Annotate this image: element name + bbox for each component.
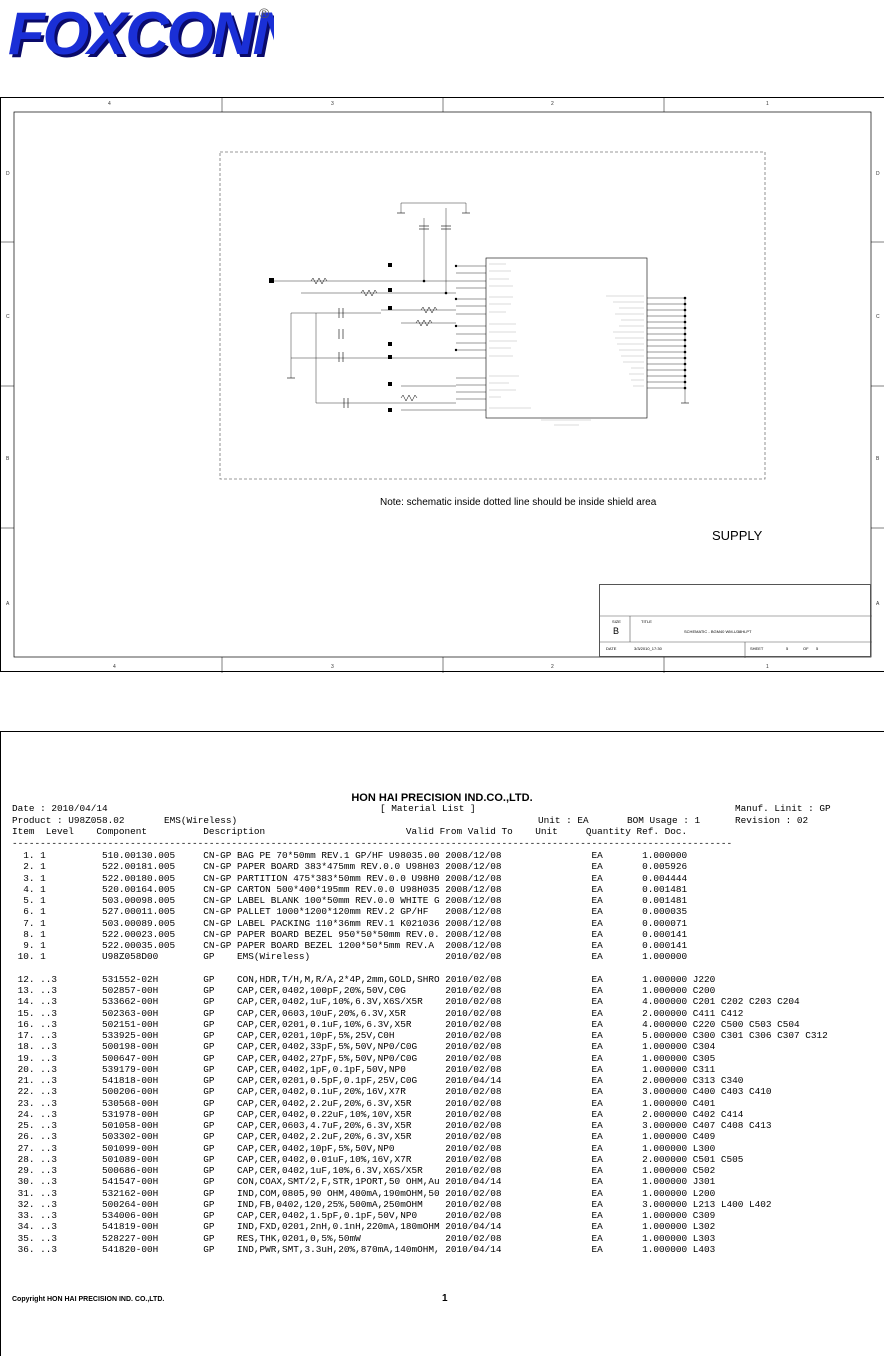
table-row: 14. ..3 533662-00H GP CAP,CER,0402,1uF,1… (12, 996, 800, 1008)
table-row: 1. 1 510.00130.005 CN-GP BAG PE 70*50mm … (12, 850, 688, 861)
foxconn-logo: FOXCONN FOXCONN ® (4, 0, 303, 70)
zone-label: 2 (551, 664, 554, 670)
table-row: 35. ..3 528227-00H GP RES,THK,0201,0,5%,… (12, 1232, 716, 1244)
table-row: 28. ..3 501089-00H GP CAP,CER,0402,0.01u… (12, 1153, 744, 1165)
table-row: 19. ..3 500647-00H GP CAP,CER,0402,27pF,… (12, 1052, 716, 1064)
bom-usage: BOM Usage : 1 (627, 815, 701, 826)
material-list-page (0, 731, 884, 1356)
zone-label: C (876, 314, 880, 320)
table-row: 6. 1 527.00011.005 CN-GP PALLET 1000*120… (12, 906, 688, 918)
table-row: 20. ..3 539179-00H GP CAP,CER,0402,1pF,0… (12, 1063, 716, 1075)
table-row: 13. ..3 502857-00H GP CAP,CER,0402,100pF… (12, 985, 716, 996)
table-row: 17. ..3 533925-00H GP CAP,CER,0201,10pF,… (12, 1030, 828, 1041)
zone-label: A (876, 601, 880, 607)
svg-text:FOXCONN: FOXCONN (11, 3, 274, 62)
table-row: 24. ..3 531978-00H GP CAP,CER,0402,0.22u… (12, 1108, 744, 1120)
zone-label: B (6, 456, 10, 462)
zone-label: A (6, 601, 10, 607)
of-value: 5 (816, 646, 819, 651)
sheet-value: 5 (786, 646, 789, 651)
table-row: 36. ..3 541820-00H GP IND,PWR,SMT,3.3uH,… (12, 1243, 716, 1255)
ems-label: EMS(Wireless) (164, 815, 238, 826)
unit-label: Unit : EA (538, 815, 589, 826)
size-value: B (613, 626, 620, 636)
product: Product : U98Z058.02 (12, 815, 125, 826)
page-number: 1 (442, 1293, 448, 1304)
table-row: 10. 1 U98Z058D00 GP EMS(Wireless) 2010/0… (12, 951, 688, 963)
zone-label: 1 (766, 664, 769, 670)
table-row: 9. 1 522.00035.005 CN-GP PAPER BOARD BEZ… (12, 940, 688, 951)
material-list-subtitle: [ Material List ] (380, 803, 476, 814)
zone-label: 1 (766, 101, 769, 107)
table-row: 3. 1 522.00180.005 CN-GP PARTITION 475*3… (12, 872, 688, 884)
table-row: 27. ..3 501099-00H GP CAP,CER,0402,10pF,… (12, 1142, 716, 1154)
revision: Revision : 02 (735, 815, 809, 826)
date-label: DATE (606, 646, 617, 651)
bom-date: Date : 2010/04/14 (12, 803, 108, 814)
table-row: 34. ..3 541819-00H GP IND,FXD,0201,2nH,0… (12, 1221, 716, 1233)
column-headers: Item Level Component Description Valid F… (12, 826, 688, 837)
zone-label: D (6, 171, 10, 177)
table-row: 30. ..3 541547-00H GP CON,COAX,SMT/2,F,S… (12, 1176, 716, 1188)
table-row: 16. ..3 502151-00H GP CAP,CER,0201,0.1uF… (12, 1018, 800, 1030)
table-row: 26. ..3 503302-00H GP CAP,CER,0402,2.2uF… (12, 1131, 716, 1143)
zone-label: C (6, 314, 10, 320)
table-row: 7. 1 503.00089.005 CN-GP LABEL PACKING 1… (12, 917, 688, 929)
header-separator: ----------------------------------------… (12, 838, 733, 849)
svg-text:FOXCONN: FOXCONN (8, 2, 274, 62)
table-row: 29. ..3 500686-00H GP CAP,CER,0402,1uF,1… (12, 1165, 716, 1176)
table-row: 25. ..3 501058-00H GP CAP,CER,0603,4.7uF… (12, 1120, 772, 1131)
drawing-title: SCHEMATIC - BGM40 WM-U38HLPT (684, 629, 752, 634)
title-label: TITLE (641, 619, 652, 624)
table-row: 31. ..3 532162-00H GP IND,COM,0805,90 OH… (12, 1187, 716, 1199)
table-row: 4. 1 520.00164.005 CN-GP CARTON 500*400*… (12, 883, 688, 895)
date-value: 3/3/2010_17:30 (634, 646, 662, 651)
table-row: 22. ..3 500206-00H GP CAP,CER,0402,0.1uF… (12, 1086, 772, 1098)
copyright: Copyright HON HAI PRECISION IND. CO.,LTD… (12, 1296, 165, 1303)
supply-label: SUPPLY (712, 528, 763, 543)
shield-note: Note: schematic inside dotted line shoul… (380, 497, 657, 508)
zone-label: 4 (113, 664, 116, 670)
zone-label: 2 (551, 101, 554, 107)
zone-label: B (876, 456, 880, 462)
company-name: HON HAI PRECISION IND.CO.,LTD. (351, 792, 533, 804)
sheet-label: SHEET (750, 646, 764, 651)
table-row: 12. ..3 531552-02H GP CON,HDR,T/H,M,R/A,… (12, 973, 716, 985)
zone-label: 3 (331, 101, 334, 107)
table-row: 32. ..3 500264-00H GP IND,FB,0402,120,25… (12, 1198, 772, 1210)
title-block: SIZE B TITLE SCHEMATIC - BGM40 WM-U38HLP… (599, 584, 872, 658)
table-row: 18. ..3 500198-00H GP CAP,CER,0402,33pF,… (12, 1041, 716, 1053)
table-row: 2. 1 522.00181.005 CN-GP PAPER BOARD 383… (12, 861, 688, 873)
svg-text:®: ® (259, 5, 270, 21)
zone-label: 4 (108, 101, 111, 107)
table-row: 15. ..3 502363-00H GP CAP,CER,0603,10uF,… (12, 1007, 744, 1019)
size-label: SIZE (612, 619, 621, 624)
zone-label: 3 (331, 664, 334, 670)
table-row: 21. ..3 541818-00H GP CAP,CER,0201,0.5pF… (12, 1075, 744, 1086)
zone-label: D (876, 171, 880, 177)
table-row: 8. 1 522.00023.005 CN-GP PAPER BOARD BEZ… (12, 928, 688, 940)
schematic-sheet: 4 3 2 1 4 3 2 1 D C B A D C B A (0, 97, 884, 673)
manuf-limit: Manuf. Linit : GP (735, 803, 831, 814)
table-row: 23. ..3 530568-00H GP CAP,CER,0402,2.2uF… (12, 1097, 716, 1109)
table-row: 5. 1 503.00098.005 CN-GP LABEL BLANK 100… (12, 895, 688, 906)
table-row: 33. ..3 534006-00H GP CAP,CER,0402,1.5pF… (12, 1210, 716, 1221)
of-label: OF (803, 646, 809, 651)
